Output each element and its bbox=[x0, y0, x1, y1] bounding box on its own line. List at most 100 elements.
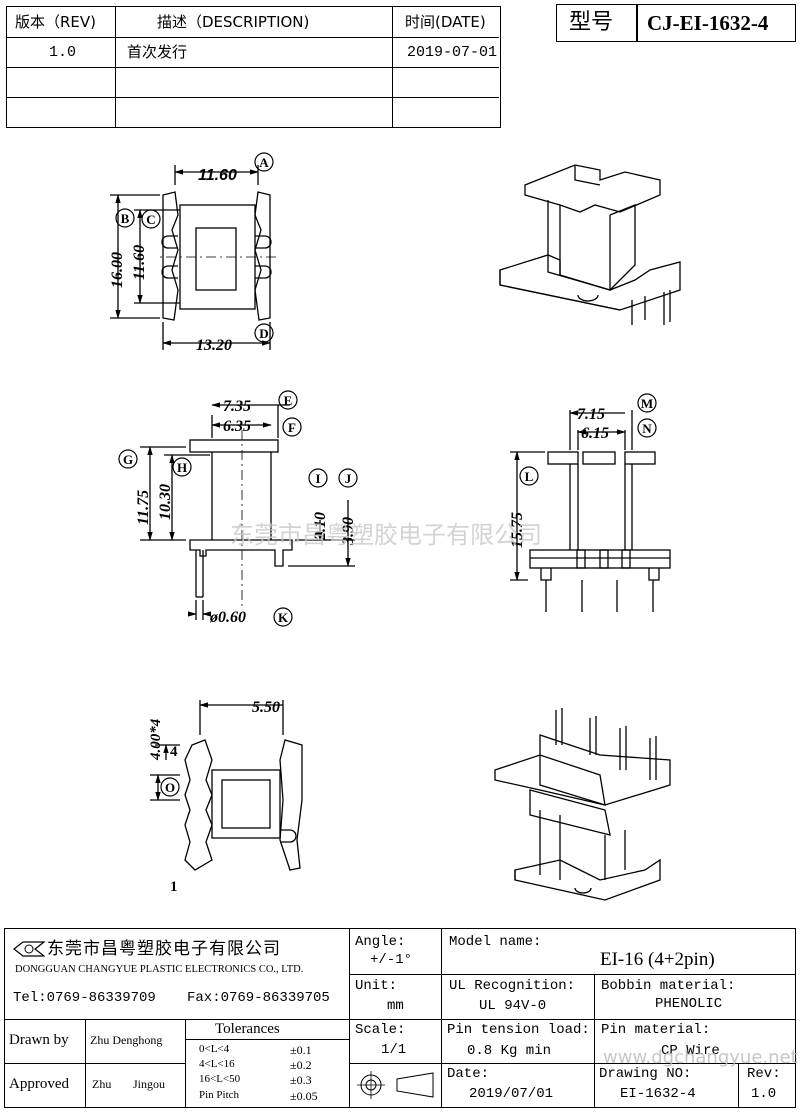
svg-text:J: J bbox=[345, 471, 352, 486]
tol-range-1: 4<L<16 bbox=[199, 1058, 235, 1070]
tag-h: H bbox=[172, 457, 192, 477]
dim-e: 7.35 bbox=[223, 398, 251, 415]
company-name-cn: 东莞市昌粤塑胶电子有限公司 bbox=[47, 939, 281, 959]
dim-g: 11.75 bbox=[135, 490, 152, 525]
drawing-no-value: EI-1632-4 bbox=[620, 1086, 696, 1102]
drawing-no-label: Drawing NO: bbox=[599, 1066, 692, 1082]
dim-i: 2.10 bbox=[312, 512, 329, 541]
dimension-labels: 11.60 16.00 11.60 13.20 7.35 6.35 11.75 … bbox=[109, 167, 609, 895]
company-logo bbox=[13, 941, 45, 957]
tag-a: A bbox=[254, 152, 274, 172]
model-name-label: Model name: bbox=[449, 934, 542, 950]
side-view bbox=[510, 410, 671, 612]
dim-l: 15.75 bbox=[509, 512, 526, 548]
tag-o: O bbox=[160, 777, 180, 797]
technical-drawing: 11.60 16.00 11.60 13.20 7.35 6.35 11.75 … bbox=[109, 152, 681, 901]
watermark: 东莞市昌粤塑胶电子有限公司 bbox=[230, 521, 542, 549]
svg-text:N: N bbox=[642, 421, 652, 436]
title-block: 东莞市昌粤塑胶电子有限公司 DONGGUAN CHANGYUE PLASTIC … bbox=[4, 928, 798, 1108]
rev-label-tb: Rev: bbox=[747, 1066, 781, 1082]
date-value-tb: 2019/07/01 bbox=[469, 1086, 554, 1102]
tol-range-0: 0<L<4 bbox=[199, 1043, 230, 1055]
tag-k: K bbox=[273, 607, 293, 627]
rev-value: 1.0 bbox=[49, 44, 77, 61]
model-name-value: EI-16 (4+2pin) bbox=[600, 949, 715, 970]
svg-text:B: B bbox=[121, 211, 130, 226]
dim-bottom-width: 13.20 bbox=[196, 337, 232, 354]
pin-tension-label: Pin tension load: bbox=[447, 1022, 590, 1038]
scale-label: Scale: bbox=[355, 1022, 406, 1038]
dim-f: 6.35 bbox=[223, 418, 251, 435]
model-value: CJ-EI-1632-4 bbox=[647, 11, 769, 35]
description-value: 首次发行 bbox=[127, 43, 188, 61]
tag-n: N bbox=[637, 418, 657, 438]
pin-material-label: Pin material: bbox=[601, 1022, 711, 1038]
tol-value-2: ±0.3 bbox=[290, 1073, 312, 1087]
scale-value: 1/1 bbox=[381, 1042, 407, 1058]
tolerances-title: Tolerances bbox=[215, 1021, 280, 1037]
tol-value-0: ±0.1 bbox=[290, 1043, 312, 1057]
description-header: 描述（DESCRIPTION) bbox=[157, 13, 310, 31]
company-name-en: DONGGUAN CHANGYUE PLASTIC ELECTRONICS CO… bbox=[15, 964, 304, 975]
approved-value-1: Zhu bbox=[92, 1077, 112, 1091]
unit-label: Unit: bbox=[355, 978, 398, 994]
bottom-view bbox=[150, 700, 303, 871]
svg-text:M: M bbox=[641, 396, 653, 411]
dim-m: 7.15 bbox=[577, 406, 605, 423]
tag-j: J bbox=[338, 468, 358, 488]
tol-range-2: 16<L<50 bbox=[199, 1073, 241, 1085]
tag-d: D bbox=[254, 323, 274, 343]
front-view bbox=[140, 402, 355, 620]
tag-m: M bbox=[637, 393, 657, 413]
date-label: Date: bbox=[447, 1066, 490, 1082]
approved-label: Approved bbox=[9, 1076, 69, 1092]
tol-value-3: ±0.05 bbox=[290, 1089, 318, 1103]
dim-height-b: 16.00 bbox=[109, 252, 126, 288]
tag-l: L bbox=[519, 466, 539, 486]
rev-value-tb: 1.0 bbox=[751, 1086, 777, 1102]
date-value: 2019-07-01 bbox=[407, 44, 498, 61]
tag-f: F bbox=[282, 417, 302, 437]
svg-text:F: F bbox=[288, 420, 296, 435]
drawn-by-value: Zhu Denghong bbox=[90, 1033, 163, 1047]
pin-tension-value: 0.8 Kg min bbox=[467, 1043, 552, 1059]
svg-text:L: L bbox=[525, 469, 534, 484]
dim-pin-spacing: 4.00*4 bbox=[148, 718, 164, 761]
dim-height-c: 11.60 bbox=[131, 245, 148, 280]
svg-text:A: A bbox=[259, 155, 269, 170]
revision-table: 版本（REV) 描述（DESCRIPTION) 时间(DATE) 1.0 首次发… bbox=[6, 6, 501, 128]
iso-view-bottom bbox=[494, 708, 671, 901]
angle-label: Angle: bbox=[355, 934, 406, 950]
svg-text:I: I bbox=[315, 471, 320, 486]
bobbin-value: PHENOLIC bbox=[655, 996, 723, 1012]
rev-header: 版本（REV) bbox=[15, 13, 97, 31]
tag-i: I bbox=[308, 468, 328, 488]
dim-j: 3.90 bbox=[340, 517, 357, 546]
svg-text:H: H bbox=[177, 460, 187, 475]
svg-text:G: G bbox=[123, 452, 133, 467]
dim-k: ø0.60 bbox=[209, 609, 246, 626]
tag-b: B bbox=[115, 208, 135, 228]
tag-c: C bbox=[141, 209, 161, 229]
unit-value: mm bbox=[387, 998, 404, 1014]
approved-value-2: Jingou bbox=[133, 1077, 166, 1091]
ul-value: UL 94V-0 bbox=[479, 998, 547, 1014]
projection-symbol bbox=[357, 1071, 434, 1099]
pin-material-value: CP Wire bbox=[661, 1043, 720, 1059]
dim-pitch: 5.50 bbox=[252, 699, 280, 716]
dim-n: 6.15 bbox=[581, 425, 609, 442]
svg-text:D: D bbox=[259, 326, 268, 341]
tag-g: G bbox=[118, 449, 138, 469]
bobbin-label: Bobbin material: bbox=[601, 978, 736, 994]
angle-value: +/-1° bbox=[370, 952, 413, 968]
company-tel: Tel:0769-86339709 bbox=[13, 990, 156, 1006]
pin-1-label: 1 bbox=[170, 879, 178, 895]
pin-4-label: 4 bbox=[170, 744, 178, 760]
top-view bbox=[110, 165, 276, 350]
website-watermark: www.dgchangyue.net bbox=[603, 1047, 798, 1068]
company-fax: Fax:0769-86339705 bbox=[187, 990, 330, 1006]
model-box: 型号 CJ-EI-1632-4 bbox=[556, 4, 796, 42]
tol-range-3: Pin Pitch bbox=[199, 1089, 240, 1101]
circled-tags: A B C D E F G H I J K M N L O bbox=[115, 152, 657, 797]
tag-e: E bbox=[278, 390, 298, 410]
